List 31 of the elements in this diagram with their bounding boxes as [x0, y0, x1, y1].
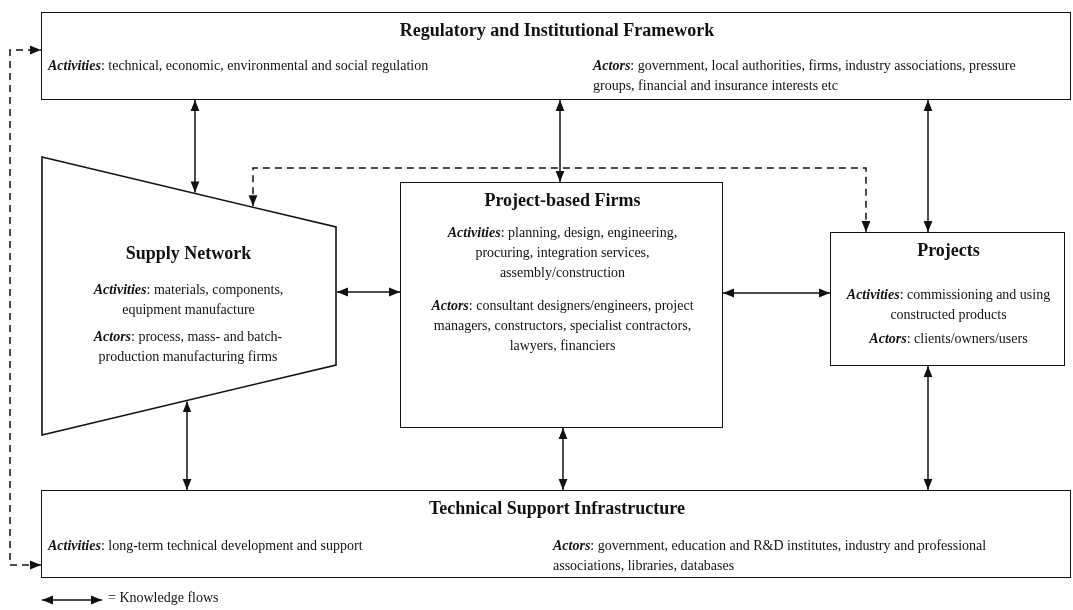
activities-text: Activities: commissioning and using constructed products: [845, 286, 1052, 324]
box-title: Regulatory and Institutional Framework: [398, 19, 716, 41]
actors-text: Actors: clients/owners/users: [867, 330, 1029, 348]
process-box: [830, 232, 1065, 366]
arrow: [558, 427, 568, 491]
arrow: [182, 400, 192, 491]
trapezoid-box: [41, 156, 337, 436]
box-title: Supply Network: [124, 242, 253, 264]
activities-text: Activities: planning, design, engineering, procuring, integration services, assembly/construction: [446, 224, 679, 282]
actors-text: Actors: government, education and R&D institutes, industry and professional associations, libraries, databases: [553, 537, 988, 575]
arrow: [923, 99, 933, 233]
dashed-arrow: [9, 45, 42, 570]
actors-text: Actors: consultant designers/engineers, project managers, constructors, specialist contractors, lawyers, financiers: [430, 297, 695, 355]
arrow: [555, 99, 565, 183]
activities-text: Activities: long-term technical development and support: [48, 537, 364, 555]
box-title: Technical Support Infrastructure: [428, 497, 686, 519]
box-title: Project-based Firms: [483, 189, 642, 211]
arrow: [336, 287, 401, 297]
activities-text: Activities: technical, economic, environmental and social regulation: [48, 57, 430, 75]
arrow: [923, 365, 933, 491]
box-title: Projects: [916, 239, 981, 261]
dashed-arrow: [248, 167, 871, 233]
actors-text: Actors: government, local authorities, firms, industry associations, pressure groups, financial and insurance interests etc: [593, 57, 1017, 95]
process-box: [400, 182, 723, 428]
legend-text: = Knowledge flows: [108, 590, 219, 606]
process-box: [41, 490, 1071, 578]
arrow: [190, 99, 200, 194]
actors-text: Actors: process, mass- and batch-production manufacturing firms: [92, 328, 284, 366]
process-box: [41, 12, 1071, 100]
arrow: [722, 288, 831, 298]
activities-text: Activities: materials, components, equipment manufacture: [92, 281, 285, 319]
